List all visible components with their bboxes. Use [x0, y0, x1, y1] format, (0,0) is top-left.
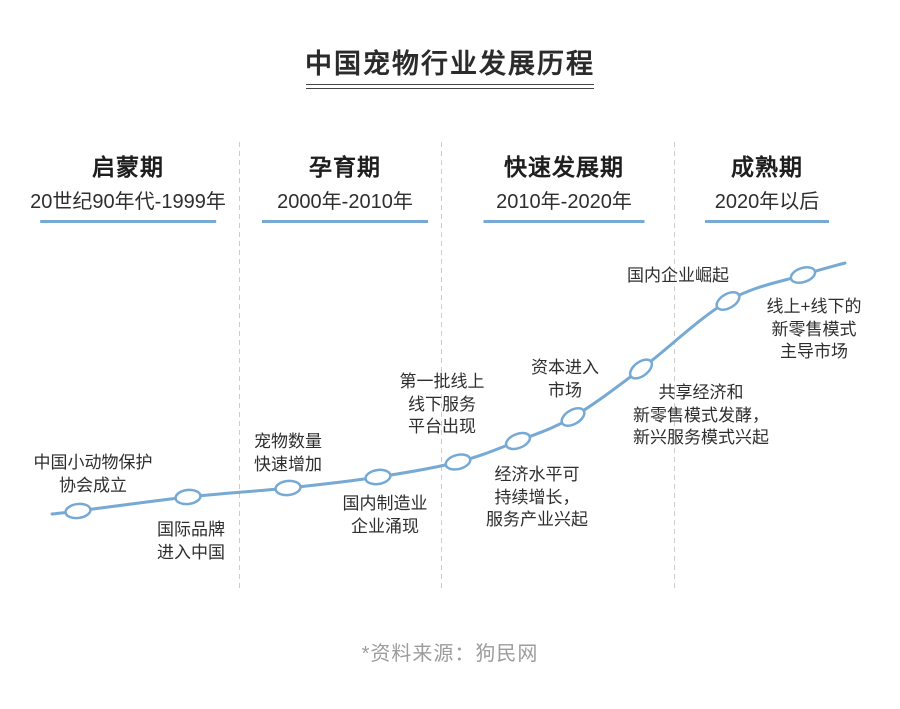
phase-range: 2000年-2010年	[277, 191, 413, 213]
phase-range: 2010年-2020年	[496, 191, 632, 213]
phase-underline	[705, 220, 829, 223]
milestone-marker	[715, 291, 741, 311]
phase-header-maturity: 成熟期 2020年以后	[705, 148, 829, 223]
milestone-marker	[504, 431, 532, 451]
milestone-marker	[174, 488, 202, 506]
phase-divider-dashed	[441, 142, 442, 591]
source-note: *资料来源：狗民网	[361, 643, 539, 665]
phase-name: 快速发展期	[504, 154, 624, 180]
page-title: 中国宠物行业发展历程	[305, 49, 595, 79]
milestone-marker	[64, 502, 92, 520]
phase-header-rapid-growth: 快速发展期 2010年-2020年	[483, 148, 645, 223]
phase-name: 成熟期	[731, 154, 803, 180]
phase-range: 20世纪90年代-1999年	[30, 191, 226, 213]
phase-header-enlightenment: 启蒙期 20世纪90年代-1999年	[30, 148, 226, 223]
milestone-marker	[560, 407, 586, 427]
phase-name: 孕育期	[309, 154, 381, 180]
phase-underline	[483, 220, 645, 223]
phase-underline	[40, 220, 216, 223]
phase-range: 2020年以后	[714, 191, 820, 213]
milestone-marker	[789, 266, 817, 284]
phase-divider-dashed	[674, 142, 675, 591]
milestone-marker	[628, 358, 654, 380]
milestone-marker	[274, 479, 302, 497]
milestone-marker	[444, 453, 472, 471]
milestone-marker	[364, 468, 392, 486]
phase-divider-dashed	[239, 142, 240, 591]
title-underline	[306, 84, 594, 89]
phase-header-gestation: 孕育期 2000年-2010年	[262, 148, 428, 223]
phase-name: 启蒙期	[92, 154, 164, 180]
phase-underline	[262, 220, 428, 223]
